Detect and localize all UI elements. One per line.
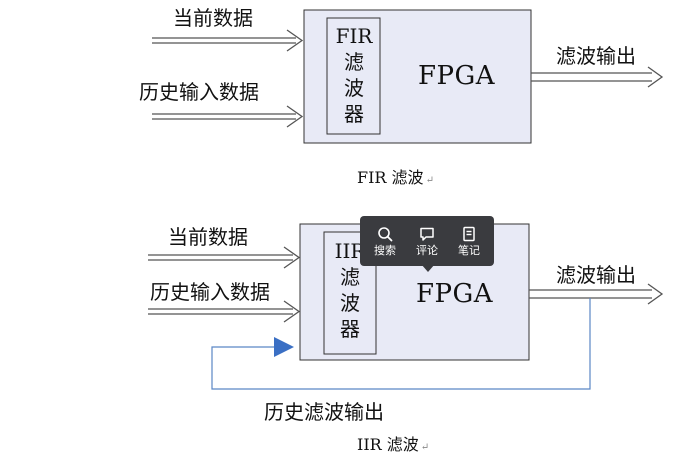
iir-caption-text: IIR 滤波 xyxy=(357,435,419,454)
iir-input-arrow-current xyxy=(148,246,301,269)
fir-input-arrow-current xyxy=(152,29,304,52)
iir-output-label: 滤波输出 xyxy=(556,263,636,287)
fir-caption: FIR 滤波↵ xyxy=(357,170,434,186)
fir-output-label: 滤波输出 xyxy=(556,44,636,68)
fir-input-label-history: 历史输入数据 xyxy=(139,80,259,104)
iir-input-label-current: 当前数据 xyxy=(168,225,248,249)
iir-fpga-label: FPGA xyxy=(416,279,494,309)
note-icon xyxy=(463,226,475,242)
fir-input-arrow-history xyxy=(152,105,304,128)
fir-filter-label-line: 器 xyxy=(344,102,364,126)
fir-filter-label-line: 滤 xyxy=(344,50,364,74)
fir-filter-label-line: 波 xyxy=(344,76,364,100)
iir-input-arrow-history xyxy=(148,300,301,323)
search-icon xyxy=(378,227,393,242)
fir-filter-box xyxy=(326,17,381,135)
selection-popup-toolbar: 搜索 评论 笔记 xyxy=(360,216,494,266)
search-button[interactable]: 搜索 xyxy=(365,219,405,263)
fir-filter-label: FIR 滤 波 器 xyxy=(327,23,381,127)
note-button-label: 笔记 xyxy=(458,244,480,257)
fir-fpga-label: FPGA xyxy=(418,61,496,91)
paragraph-mark-icon: ↵ xyxy=(420,442,430,453)
iir-feedback-label: 历史滤波输出 xyxy=(264,400,384,424)
popup-caret xyxy=(421,264,435,272)
note-button[interactable]: 笔记 xyxy=(449,219,489,263)
fir-input-label-current: 当前数据 xyxy=(173,6,253,30)
feedback-arrowhead xyxy=(274,337,294,357)
iir-caption: IIR 滤波↵ xyxy=(357,437,429,453)
paragraph-mark-icon: ↵ xyxy=(425,175,434,186)
iir-filter-label-line: 滤 xyxy=(340,265,360,289)
comment-button[interactable]: 评论 xyxy=(407,219,447,263)
fir-filter-label-line: FIR xyxy=(335,24,373,48)
iir-filter-label-line: 波 xyxy=(340,291,360,315)
fir-output-arrow xyxy=(531,66,664,88)
iir-input-label-history: 历史输入数据 xyxy=(150,280,270,304)
iir-output-arrow xyxy=(529,283,664,305)
comment-button-label: 评论 xyxy=(416,244,438,257)
search-button-label: 搜索 xyxy=(374,244,396,257)
iir-filter-label-line: 器 xyxy=(340,317,360,341)
fir-caption-text: FIR 滤波 xyxy=(357,168,424,187)
comment-icon xyxy=(420,227,434,241)
iir-feedback-loop xyxy=(211,298,591,390)
